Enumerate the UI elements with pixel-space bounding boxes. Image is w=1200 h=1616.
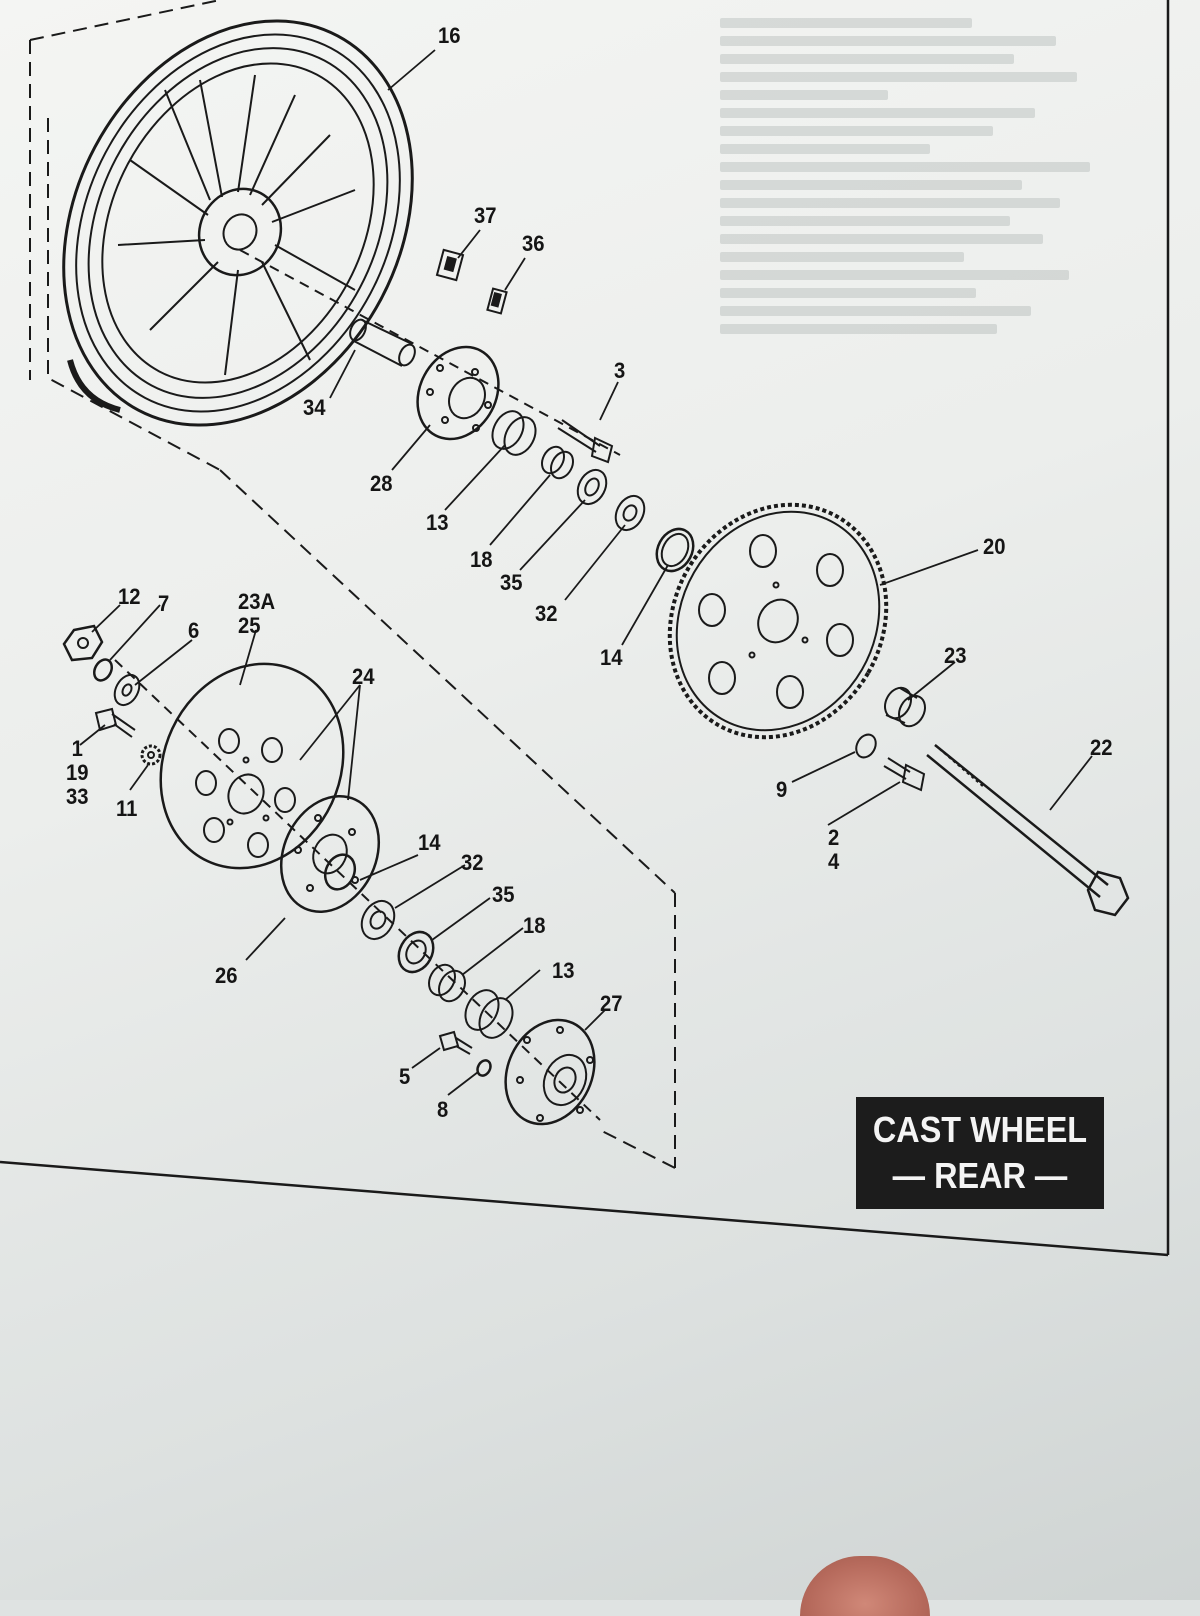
nut-12 — [62, 624, 104, 662]
seal-35-lower — [397, 930, 435, 974]
spacer-18-lower — [428, 963, 466, 1003]
diagram-title: CAST WHEEL — [872, 1109, 1088, 1150]
callout-7: 7 — [158, 591, 170, 616]
page-bottom-rule — [0, 1160, 1169, 1257]
spacer-23 — [884, 686, 926, 728]
callout-35-upper: 35 — [500, 570, 523, 595]
callout-12: 12 — [118, 584, 141, 609]
retainer-14-lower — [323, 853, 357, 891]
retainer-14-upper — [655, 527, 695, 573]
callout-32-upper: 32 — [535, 601, 558, 626]
callout-36: 36 — [522, 231, 545, 256]
washer-8 — [476, 1059, 492, 1077]
callout-23a-25: 23A 25 — [238, 589, 276, 638]
washer-32-lower — [360, 899, 396, 941]
group-boundary-top — [29, 0, 221, 41]
callout-9: 9 — [776, 777, 788, 802]
axle-centerline-lower — [114, 659, 601, 1121]
callout-34: 34 — [303, 395, 326, 420]
spacer-tube-34 — [349, 318, 416, 367]
callout-11: 11 — [116, 796, 138, 821]
callout-1-19-33: 1 19 33 — [66, 736, 89, 809]
callout-18-lower: 18 — [523, 913, 546, 938]
callout-16: 16 — [438, 23, 461, 48]
bearing-13-upper — [491, 410, 537, 456]
lockwasher-7 — [92, 658, 114, 682]
bolt-2-4 — [883, 757, 926, 792]
diagram-subtitle: — REAR — — [892, 1155, 1068, 1196]
callout-26: 26 — [215, 963, 238, 988]
bolt-3 — [557, 419, 614, 464]
callout-28: 28 — [370, 471, 393, 496]
lockwasher-9 — [855, 733, 877, 759]
callout-13-lower: 13 — [552, 958, 575, 983]
star-washer-11 — [140, 744, 162, 766]
callout-22: 22 — [1090, 735, 1113, 760]
callout-24: 24 — [352, 664, 375, 689]
washer-32-upper — [614, 494, 646, 532]
callout-18-upper: 18 — [470, 547, 493, 572]
callout-23: 23 — [944, 643, 967, 668]
spacer-18-upper — [540, 445, 575, 480]
axle-22 — [926, 744, 1130, 917]
brake-disc-23a-25 — [159, 662, 345, 870]
callout-20: 20 — [983, 534, 1006, 559]
cast-wheel-16 — [62, 19, 414, 427]
callout-27: 27 — [600, 991, 623, 1016]
callout-5: 5 — [399, 1064, 411, 1089]
leader-lines — [79, 49, 1093, 1096]
callout-6: 6 — [188, 618, 200, 643]
group-boundary-diagonal — [219, 469, 676, 894]
hub-flange-28 — [416, 345, 500, 441]
callout-3: 3 — [614, 358, 626, 383]
axle-centerline-upper — [239, 249, 621, 456]
sprocket-20 — [667, 502, 889, 740]
washer-6 — [113, 673, 141, 707]
bolt-5 — [438, 1030, 473, 1055]
callout-2-4: 2 4 — [828, 825, 840, 874]
faded-bleedthrough-text — [720, 10, 1140, 610]
insert-37 — [435, 248, 465, 282]
callout-14-lower: 14 — [418, 830, 441, 855]
seal-35-upper — [576, 468, 608, 506]
adapter-plate-26 — [279, 795, 381, 913]
bolt-1-19-33 — [94, 707, 136, 738]
callout-14-upper: 14 — [600, 645, 623, 670]
hub-flange-27 — [504, 1018, 596, 1126]
diagram-title-block: CAST WHEEL — REAR — — [856, 1097, 1104, 1209]
callout-32-lower: 32 — [461, 850, 484, 875]
callout-13-upper: 13 — [426, 510, 449, 535]
insert-36 — [486, 287, 508, 315]
callout-8: 8 — [437, 1097, 449, 1122]
callout-35-lower: 35 — [492, 882, 515, 907]
callout-37: 37 — [474, 203, 497, 228]
